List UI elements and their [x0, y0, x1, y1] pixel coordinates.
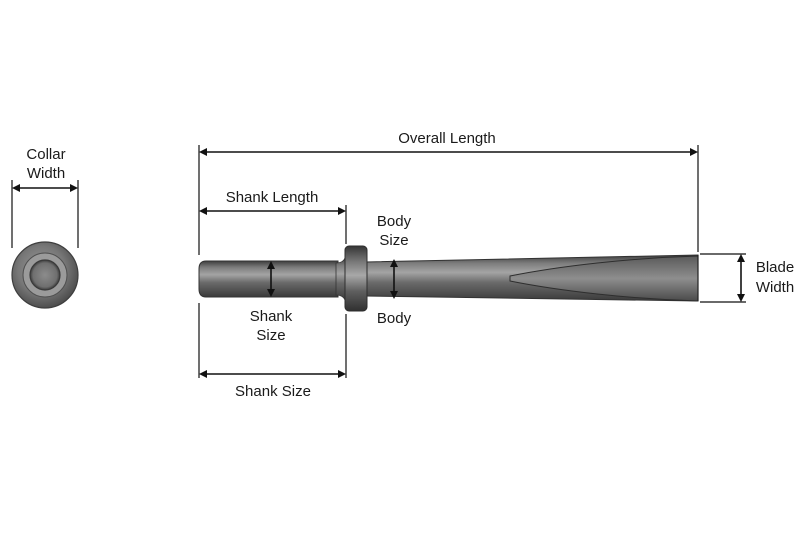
shank-size-horizontal-dimension: Shank Size — [198, 303, 347, 400]
arrowhead-right — [690, 148, 698, 156]
overall-length-dimension: Overall Length — [198, 130, 699, 255]
body-size-dimension: Body Size Body — [377, 213, 412, 327]
arrowhead-up — [267, 261, 275, 269]
arrowhead-right — [338, 207, 346, 215]
blade-width-label-line1: Blade — [756, 259, 794, 276]
collar-width-label-line2: Width — [27, 165, 65, 182]
body-label: Body — [377, 310, 412, 327]
arrowhead-up — [737, 254, 745, 262]
shank-length-dimension: Shank Length — [199, 189, 347, 244]
arrowhead-down — [737, 294, 745, 302]
chisel-shank-neck — [335, 257, 346, 301]
blade-width-label-line2: Width — [756, 279, 794, 296]
shank-length-label: Shank Length — [226, 189, 319, 206]
overall-length-label: Overall Length — [398, 130, 496, 147]
chisel-side-view — [198, 245, 699, 312]
body-size-label-line1: Body — [377, 213, 412, 230]
chisel-shank — [198, 260, 339, 298]
collar-width-label-line1: Collar — [26, 146, 65, 163]
arrowhead-left — [199, 207, 207, 215]
shank-end-face — [29, 259, 61, 291]
arrowhead-down — [390, 291, 398, 299]
arrowhead-right — [338, 370, 346, 378]
arrowhead-left — [199, 148, 207, 156]
shank-size-inner-label-line2: Size — [256, 327, 285, 344]
arrowhead-up — [390, 259, 398, 267]
collar-width-dimension: Collar Width — [11, 146, 79, 248]
arrowhead-down — [267, 289, 275, 297]
arrowhead-right — [70, 184, 78, 192]
arrowhead-left — [12, 184, 20, 192]
shank-size-inner-label-line1: Shank — [250, 308, 293, 325]
arrowhead-left — [199, 370, 207, 378]
chisel-collar — [344, 245, 368, 312]
body-size-label-line2: Size — [379, 232, 408, 249]
shank-size-outer-label: Shank Size — [235, 383, 311, 400]
shank-size-vertical-dimension: Shank Size — [250, 261, 293, 344]
blade-width-dimension: Blade Width — [700, 253, 794, 303]
collar-end-view — [11, 241, 79, 309]
